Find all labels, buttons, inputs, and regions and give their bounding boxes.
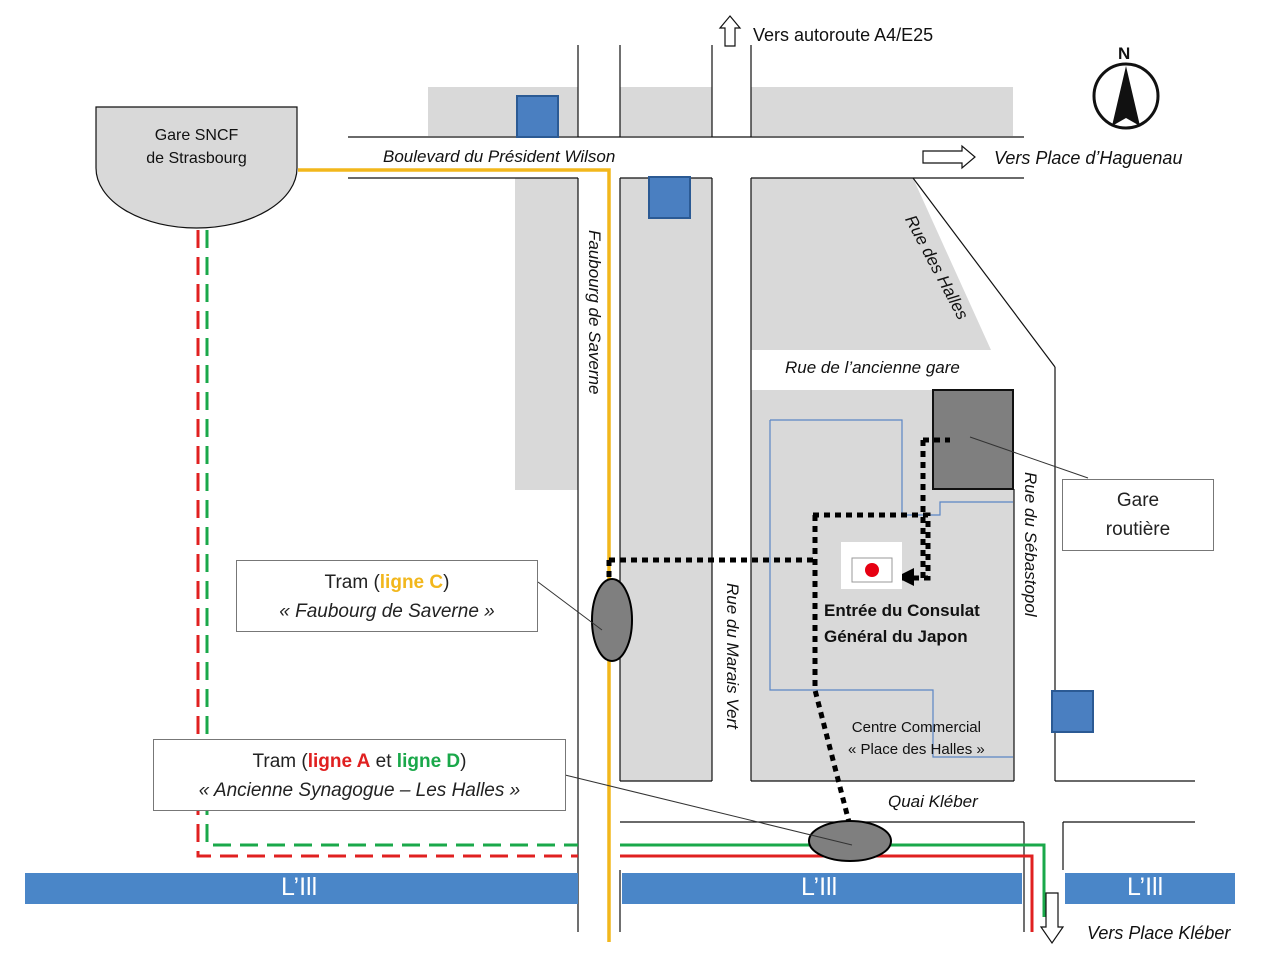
tram-ad-title: Tram (ligne A et ligne D) — [252, 751, 467, 772]
tram-line-c — [298, 168, 611, 942]
consulat-line1: Entrée du Consulat — [824, 601, 980, 620]
centre-line2: « Place des Halles » — [848, 741, 985, 758]
centre-commercial-outline — [770, 419, 1013, 516]
consulat-entrance-arrow-icon — [896, 568, 914, 586]
river-label-west: L’Ill — [281, 873, 318, 901]
blue-square-marker — [1051, 690, 1094, 733]
centre-line1: Centre Commercial — [851, 719, 981, 736]
callout-tram-ad: Tram (ligne A et ligne D) « Ancienne Syn… — [153, 739, 566, 811]
gare-routiere-line1: Gare — [1116, 490, 1160, 511]
street-rue-sebastopol: Rue du Sébastopol — [1021, 472, 1040, 617]
city-blocks — [428, 87, 1014, 781]
north-arrow-icon — [1092, 62, 1160, 130]
down-arrow-icon — [1039, 892, 1065, 945]
callout-leader-tram-ad — [564, 774, 853, 846]
consulat-label: Entrée du Consulat Général du Japon — [824, 598, 980, 650]
tram-c-line-label: ligne C — [379, 572, 444, 593]
block-center-tall — [620, 178, 712, 781]
vers-autoroute-label: Vers autoroute A4/E25 — [753, 25, 934, 45]
centre-commercial-label: Centre Commercial « Place des Halles » — [848, 717, 985, 761]
callout-tram-c: Tram (ligne C) « Faubourg de Saverne » — [236, 560, 538, 632]
river-ill — [25, 873, 1235, 904]
street-rue-ancienne-gare: Rue de l’ancienne gare — [785, 358, 960, 377]
street-boulevard-wilson: Boulevard du Président Wilson — [383, 147, 616, 166]
tram-line-a — [196, 230, 1034, 932]
tram-stop-faubourg-de-saverne — [591, 578, 633, 662]
river-label-east: L’Ill — [1127, 873, 1164, 901]
gare-sncf-line2: de Strasbourg — [146, 150, 247, 167]
japan-flag-icon — [841, 542, 902, 589]
street-quai-kleber: Quai Kléber — [888, 792, 978, 811]
tram-a-line-label: ligne A — [307, 751, 371, 772]
tram-c-stop: « Faubourg de Saverne » — [279, 601, 495, 622]
callout-leader-gare-routiere — [969, 436, 1089, 479]
gare-sncf-line1: Gare SNCF — [154, 127, 239, 144]
tram-line-d — [205, 230, 1046, 917]
block-trapezoid — [751, 178, 991, 350]
blue-square-marker — [648, 176, 691, 219]
vers-kleber-label: Vers Place Kléber — [1087, 923, 1231, 943]
callout-leader-tram-c — [537, 581, 603, 631]
river-label-center: L’Ill — [801, 873, 838, 901]
right-arrow-icon — [922, 144, 976, 170]
consulat-line2: Général du Japon — [824, 627, 968, 646]
callout-gare-routiere: Gare routière — [1062, 479, 1214, 551]
gare-sncf-label: Gare SNCF de Strasbourg — [96, 124, 297, 170]
gare-routiere-line2: routière — [1105, 519, 1171, 540]
blue-square-marker — [516, 95, 559, 138]
block-n-center — [620, 87, 712, 136]
tram-c-title: Tram (ligne C) — [324, 572, 450, 593]
street-rue-marais-vert: Rue du Marais Vert — [723, 583, 742, 729]
block-west-tall — [515, 178, 578, 490]
tram-stop-ancienne-synagogue — [808, 820, 892, 862]
north-label: N — [1118, 44, 1131, 63]
vers-haguenau-label: Vers Place d’Haguenau — [994, 148, 1183, 168]
block-ne-strip — [751, 87, 1013, 136]
tram-ad-stop: « Ancienne Synagogue – Les Halles » — [198, 780, 521, 801]
street-faubourg-saverne: Faubourg de Saverne — [585, 230, 604, 395]
tram-d-line-label: ligne D — [396, 751, 461, 772]
up-arrow-icon — [718, 15, 742, 47]
gare-sncf-building — [95, 106, 298, 229]
